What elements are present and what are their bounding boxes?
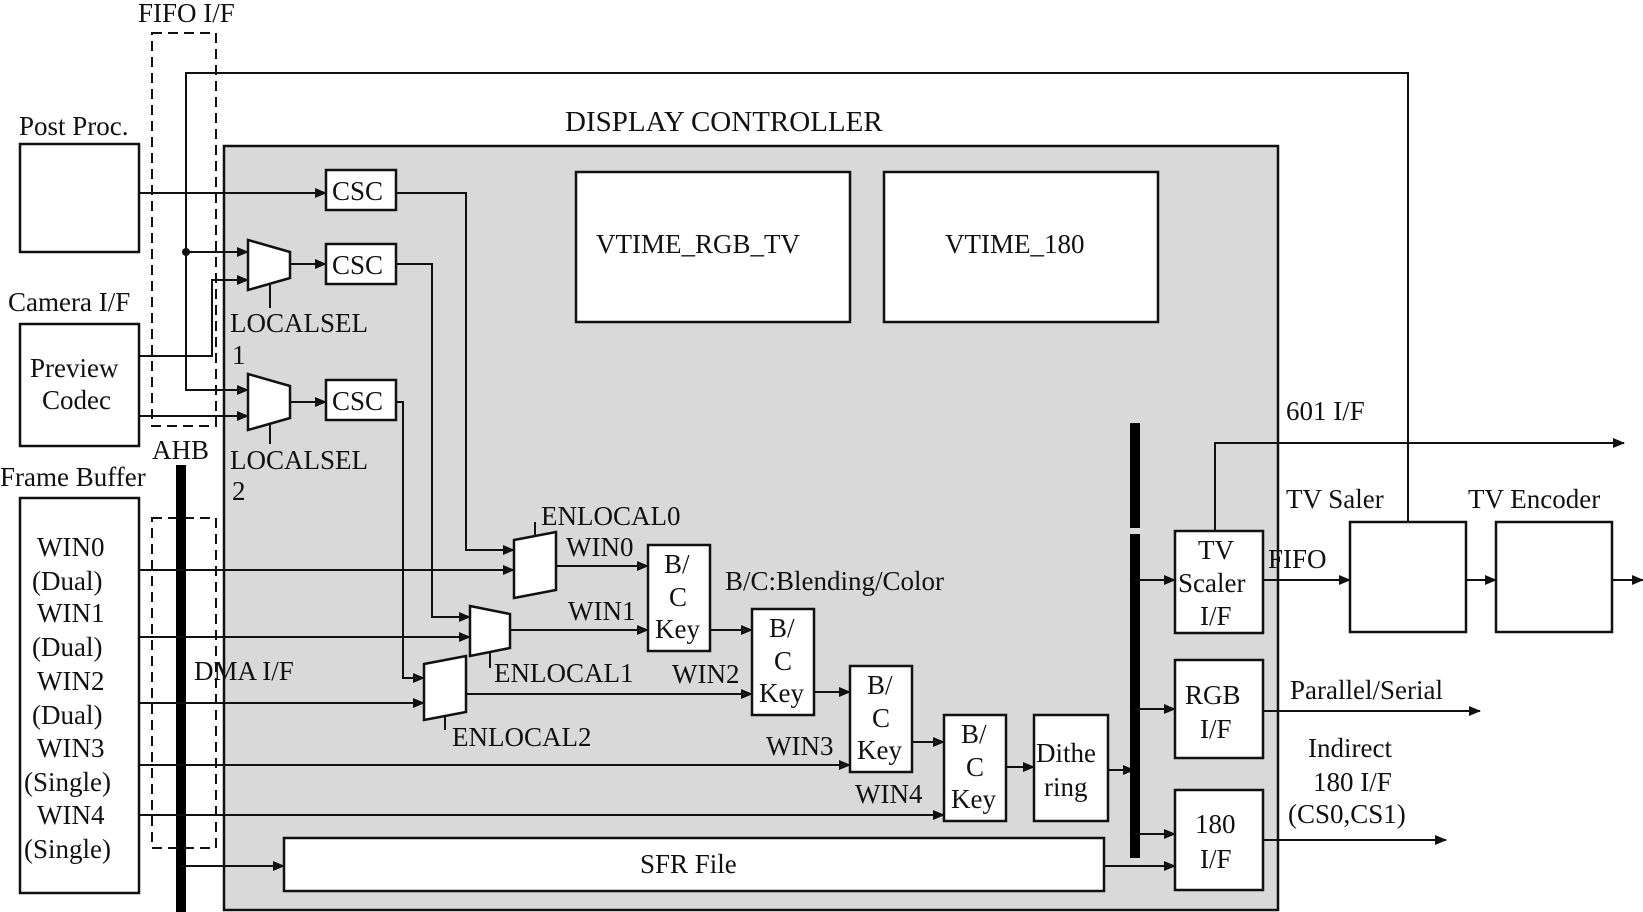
bc-key-box-4 — [942, 713, 1008, 823]
ahb-label: AHB — [152, 435, 209, 465]
bc-key-box-3 — [848, 664, 914, 774]
win3-signal-label: WIN3 — [766, 731, 833, 761]
win2-signal-label: WIN2 — [672, 659, 739, 689]
dma-if-label: DMA I/F — [194, 656, 294, 686]
localsel1-mux — [246, 238, 292, 292]
win2-label: WIN2 — [37, 666, 104, 696]
bc-key-1-line2: C — [669, 582, 687, 612]
tv-saler-label: TV Saler — [1286, 484, 1384, 514]
frame-buffer-label: Frame Buffer — [0, 462, 146, 492]
win3-label: WIN3 — [37, 733, 104, 763]
tv-scaler-if-line3: I/F — [1200, 601, 1232, 631]
tv-scaler-if-line2: Scaler — [1178, 568, 1245, 598]
rgb-if-line1: RGB — [1185, 680, 1241, 710]
csc2-to-enlocal1 — [396, 263, 471, 622]
bc-key-1-line3: Key — [655, 614, 700, 644]
bc-legend: B/C:Blending/Color — [725, 566, 944, 596]
bc-key-4-line3: Key — [951, 784, 996, 814]
camera-if-label: Camera I/F — [8, 287, 130, 317]
cs-label: (CS0,CS1) — [1288, 799, 1406, 829]
dma-if-dashed-region — [151, 517, 217, 849]
preview-label: Preview — [30, 353, 119, 383]
indirect-180-label: 180 I/F — [1313, 767, 1392, 797]
i180-if-line1: 180 — [1195, 809, 1236, 839]
rgb-if-box — [1173, 658, 1265, 760]
sfr-file-box — [282, 836, 1106, 893]
dithering-line2: ring — [1044, 772, 1088, 802]
tv-scaler-if-box — [1173, 529, 1265, 635]
csc3-to-enlocal2 — [396, 401, 425, 683]
post-proc-box — [18, 142, 141, 254]
win4-mode: (Single) — [24, 834, 111, 864]
sfr-file-label: SFR File — [640, 849, 737, 879]
indirect-label: Indirect — [1308, 733, 1392, 763]
win2-mode: (Dual) — [32, 700, 102, 730]
win1-signal-label: WIN1 — [568, 596, 635, 626]
csc1-to-enlocal0 — [396, 192, 515, 555]
dithering-line1: Dithe — [1036, 738, 1096, 768]
tv-saler-box — [1348, 520, 1468, 634]
fifo-label: FIFO — [1268, 544, 1327, 574]
vtime-rgb-tv-box — [574, 170, 852, 324]
csc-label-3: CSC — [332, 386, 383, 416]
localsel2-label: LOCALSEL — [230, 445, 368, 475]
win4-signal-label: WIN4 — [855, 779, 923, 809]
fifo-if-label: FIFO I/F — [138, 0, 235, 28]
bc-key-2-line2: C — [774, 646, 792, 676]
win1-label: WIN1 — [37, 598, 104, 628]
win0-label: WIN0 — [37, 532, 104, 562]
enlocal2-mux — [422, 654, 468, 722]
preview-to-mux1 — [139, 275, 249, 357]
vtime-180-box — [882, 170, 1160, 324]
display-controller-title: DISPLAY CONTROLLER — [565, 106, 883, 138]
bc-key-box-2 — [750, 607, 816, 717]
csc-label-2: CSC — [332, 250, 383, 280]
bc-key-3-line2: C — [872, 703, 890, 733]
fifo-to-mux2-top — [185, 252, 249, 395]
camera-if-box — [18, 322, 141, 448]
if-601-output — [1214, 438, 1625, 531]
i180-if-line2: I/F — [1200, 844, 1232, 874]
vtime-rgb-tv-label: VTIME_RGB_TV — [596, 229, 800, 259]
fifo-if-dashed-region — [151, 32, 217, 427]
tv-encoder-label: TV Encoder — [1468, 484, 1600, 514]
i180-if-box — [1173, 788, 1265, 892]
dithering-box — [1032, 713, 1110, 823]
tv-encoder-box — [1494, 520, 1614, 634]
enlocal1-label: ENLOCAL1 — [494, 658, 633, 688]
vtime-180-label: VTIME_180 — [945, 229, 1084, 259]
bc-key-4-line2: C — [966, 752, 984, 782]
csc-label-1: CSC — [332, 176, 383, 206]
bc-key-3-line3: Key — [857, 735, 902, 765]
post-proc-label: Post Proc. — [19, 111, 129, 141]
bc-key-1-line1: B/ — [664, 549, 690, 579]
if-601-label: 601 I/F — [1286, 396, 1365, 426]
enlocal0-label: ENLOCAL0 — [541, 501, 680, 531]
bc-key-2-line3: Key — [759, 678, 804, 708]
localsel2-num: 2 — [232, 476, 246, 506]
tv-scaler-if-line1: TV — [1198, 535, 1234, 565]
enlocal1-mux — [468, 604, 512, 658]
bc-key-3-line1: B/ — [867, 670, 893, 700]
enlocal0-mux — [512, 530, 558, 600]
tv-saler-feedback-line — [185, 72, 1409, 522]
enlocal2-label: ENLOCAL2 — [452, 722, 591, 752]
win0-mode: (Dual) — [32, 566, 102, 596]
win4-label: WIN4 — [37, 800, 105, 830]
csc-box-3 — [324, 378, 398, 422]
localsel1-num: 1 — [232, 340, 246, 370]
bc-key-box-1 — [646, 543, 712, 653]
win1-mode: (Dual) — [32, 632, 102, 662]
codec-label: Codec — [42, 385, 111, 415]
rgb-if-line2: I/F — [1200, 714, 1232, 744]
bc-key-2-line1: B/ — [769, 613, 795, 643]
win0-signal-label: WIN0 — [566, 532, 633, 562]
win3-mode: (Single) — [24, 767, 111, 797]
csc-box-1 — [324, 168, 398, 212]
frame-buffer-box — [18, 496, 141, 895]
bc-key-4-line1: B/ — [961, 719, 987, 749]
parallel-serial-label: Parallel/Serial — [1290, 675, 1443, 705]
localsel1-label: LOCALSEL — [230, 308, 368, 338]
